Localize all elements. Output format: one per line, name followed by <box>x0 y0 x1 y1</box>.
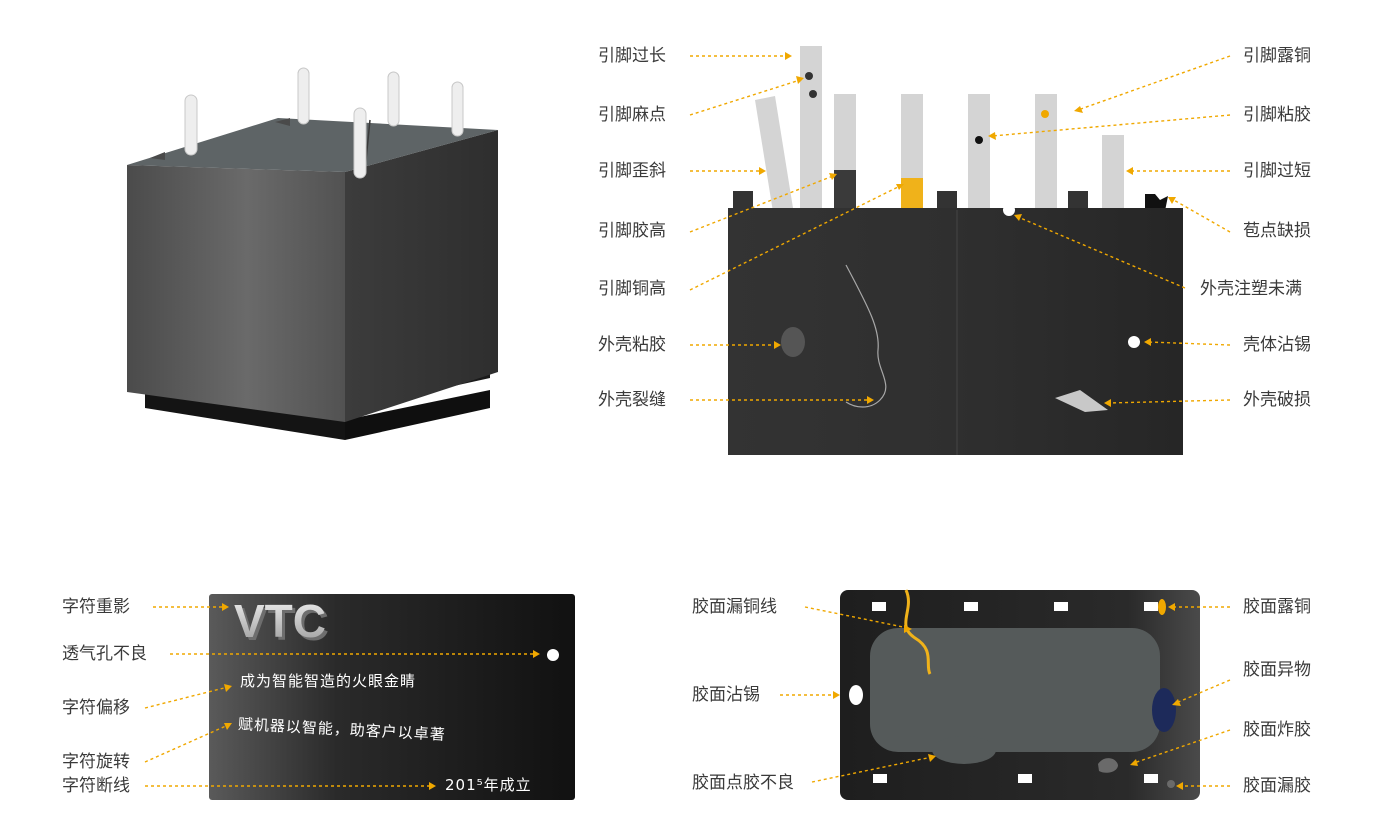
glue-spot-mark <box>975 136 983 144</box>
label-shell-tin: 壳体沾锡 <box>1243 335 1311 355</box>
glue-burst <box>1098 758 1118 773</box>
label-pin-glue-high: 引脚胶高 <box>598 221 666 241</box>
label-bump-defect: 苞点缺损 <box>1243 221 1311 241</box>
label-pin-too-long: 引脚过长 <box>598 46 666 66</box>
label-char-rotate: 字符旋转 <box>62 752 130 772</box>
plate-logo-graphic: VTC VTC <box>234 595 329 650</box>
label-glue-copper-exposed: 胶面露铜 <box>1243 597 1311 617</box>
vent-hole <box>547 649 559 661</box>
label-shell-glue: 外壳粘胶 <box>598 335 666 355</box>
label-pin-tilt: 引脚歪斜 <box>598 161 666 181</box>
pin-short <box>1102 135 1124 211</box>
label-char-offset: 字符偏移 <box>62 698 130 718</box>
pin-tilted <box>755 96 793 212</box>
label-glue-wire-exposed: 胶面漏铜线 <box>692 597 777 617</box>
pin-pit-mark <box>809 90 817 98</box>
plate-line-1: 成为智能智造的火眼金睛 <box>240 672 417 690</box>
relay-front-view <box>728 46 1183 455</box>
label-char-break: 字符断线 <box>62 776 130 796</box>
glue-leak <box>1167 780 1175 788</box>
plate-logo-shadow: VTC <box>237 598 329 646</box>
short-shot-mark <box>1003 204 1015 216</box>
label-vent-hole: 透气孔不良 <box>62 644 147 664</box>
pin-pit-mark <box>805 72 813 80</box>
exposed-copper <box>1158 599 1166 615</box>
label-glue-leak: 胶面漏胶 <box>1243 776 1311 796</box>
crack-line <box>845 264 887 408</box>
bump-defect <box>1145 194 1168 211</box>
relay-leader-arrows <box>759 52 1176 407</box>
label-pin-too-short: 引脚过短 <box>1243 161 1311 181</box>
foreign-matter <box>1152 688 1176 732</box>
glue-leader-lines <box>780 606 1231 787</box>
glue-pads <box>872 602 1158 783</box>
label-pin-copper-high: 引脚铜高 <box>598 279 666 299</box>
broken-area <box>1055 390 1108 412</box>
label-pin-glue-spot: 引脚粘胶 <box>1243 105 1311 125</box>
label-char-ghost: 字符重影 <box>62 597 130 617</box>
label-glue-dispense-bad: 胶面点胶不良 <box>692 773 794 793</box>
copper-spot-mark <box>1041 110 1049 118</box>
label-glue-burst: 胶面炸胶 <box>1243 720 1311 740</box>
plate-logo-text: VTC <box>234 598 326 646</box>
glue-leader-arrows <box>833 603 1183 790</box>
copper-wire <box>904 589 932 675</box>
glue-blob <box>781 327 805 357</box>
relay-leader-lines <box>689 55 1231 404</box>
relay-3d-pins <box>184 67 464 179</box>
pin-long <box>800 46 822 211</box>
tin-blob <box>849 685 863 705</box>
label-pin-copper-exposed: 引脚露铜 <box>1243 46 1311 66</box>
relay-3d-illustration <box>127 67 498 440</box>
plate-line-3: 201⁵年成立 <box>445 776 532 794</box>
character-plate <box>209 594 575 800</box>
pin-copper-exposed <box>1035 94 1057 211</box>
label-shell-broken: 外壳破损 <box>1243 390 1311 410</box>
label-glue-tin: 胶面沾锡 <box>692 685 760 705</box>
label-short-shot: 外壳注塑未满 <box>1200 279 1302 299</box>
plate-leader-arrows <box>222 603 540 790</box>
label-shell-crack: 外壳裂缝 <box>598 390 666 410</box>
tin-spot <box>1128 336 1140 348</box>
label-pin-pitting: 引脚麻点 <box>598 105 666 125</box>
glue-face-board <box>840 589 1200 800</box>
plate-logo: VTC VTC <box>234 595 364 650</box>
pin-glue-spot <box>968 94 990 211</box>
plate-leader-lines <box>144 606 536 787</box>
label-glue-foreign: 胶面异物 <box>1243 660 1311 680</box>
